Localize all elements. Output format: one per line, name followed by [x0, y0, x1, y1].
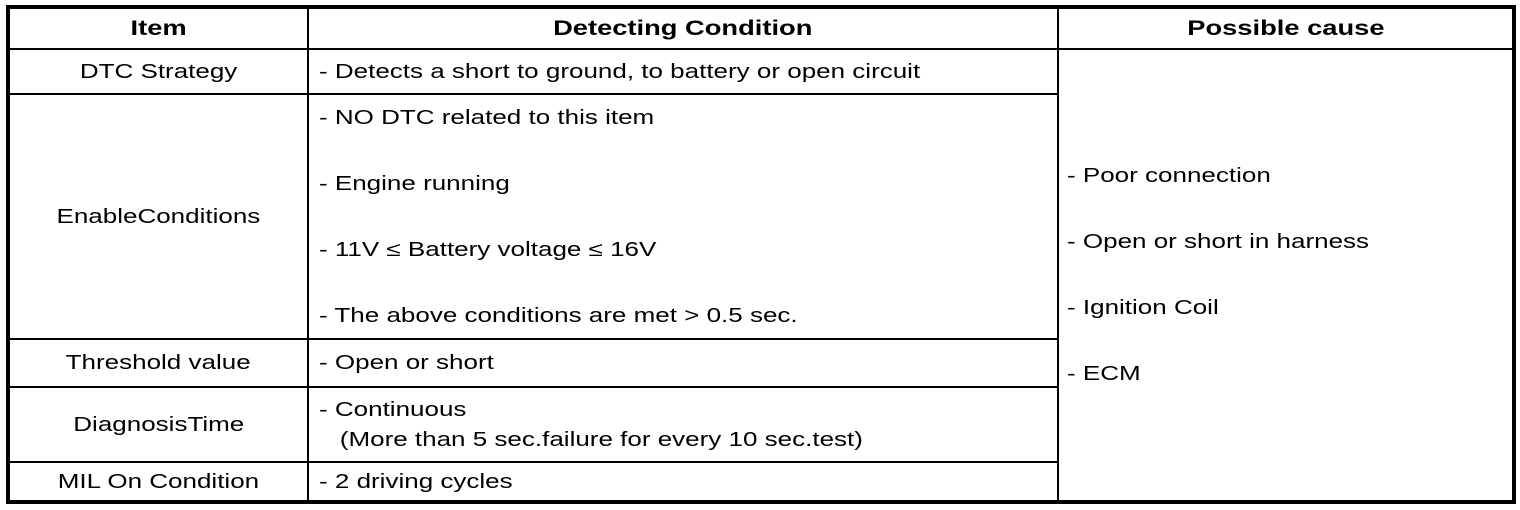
table-row-threshold-value: Threshold value - Open or short [7, 338, 1514, 388]
table-row-diagnosis-time: DiagnosisTime - Continuous (More than 5 … [7, 386, 1514, 463]
item-label: DiagnosisTime [73, 413, 244, 436]
table-header-row: Item Detecting Condition Possible cause [7, 6, 1515, 50]
header-item: Item [7, 6, 309, 50]
item-label: DTC Strategy [79, 60, 238, 83]
item-cell-threshold-value: Threshold value [7, 338, 309, 388]
header-possible-cause-label: Possible cause [1186, 16, 1385, 40]
condition-cell-dtc-strategy: - Detects a short to ground, to battery … [307, 48, 1059, 95]
item-label: MIL On Condition [57, 470, 260, 493]
item-cell-enable-conditions: EnableConditions [7, 93, 309, 340]
dtc-detecting-condition-table: Item Detecting Condition Possible cause … [6, 5, 1516, 504]
condition-line: - Detects a short to ground, to battery … [319, 60, 921, 83]
condition-cell-diagnosis-time: - Continuous (More than 5 sec.failure fo… [307, 386, 1059, 463]
condition-cell-enable-conditions: - NO DTC related to this item - Engine r… [307, 93, 1059, 340]
condition-cell-mil-on-condition: - 2 driving cycles [307, 461, 1059, 503]
item-cell-dtc-strategy: DTC Strategy [7, 48, 309, 95]
item-cell-diagnosis-time: DiagnosisTime [7, 386, 309, 463]
table-row-enable-conditions: EnableConditions - NO DTC related to thi… [7, 93, 1514, 340]
header-detecting-condition: Detecting Condition [307, 6, 1059, 50]
header-possible-cause: Possible cause [1057, 6, 1515, 50]
possible-cause-list: - Poor connection - Open or short in har… [1067, 164, 1512, 386]
item-label: Threshold value [65, 352, 252, 374]
item-label: EnableConditions [56, 205, 261, 228]
condition-line: - Continuous [319, 398, 467, 421]
condition-line: - 2 driving cycles [319, 470, 513, 493]
condition-line: - Engine running [319, 172, 510, 195]
condition-note: (More than 5 sec.failure for every 10 se… [339, 428, 863, 451]
condition-cell-threshold-value: - Open or short [307, 338, 1059, 388]
header-item-label: Item [130, 16, 187, 40]
possible-cause-item: - Poor connection [1067, 165, 1271, 187]
header-detecting-condition-label: Detecting Condition [553, 16, 813, 40]
item-cell-mil-on-condition: MIL On Condition [7, 461, 309, 503]
possible-cause-item: - Open or short in harness [1067, 231, 1370, 253]
condition-line: - Open or short [319, 352, 494, 374]
possible-cause-item: - Ignition Coil [1067, 297, 1219, 319]
table-row-dtc-strategy: DTC Strategy - Detects a short to ground… [7, 48, 1515, 503]
condition-line: - NO DTC related to this item [319, 106, 655, 129]
condition-line: - The above conditions are met > 0.5 sec… [319, 304, 798, 327]
condition-list: - NO DTC related to this item - Engine r… [319, 106, 1057, 328]
possible-cause-item: - ECM [1067, 363, 1141, 385]
condition-line: - 11V ≤ Battery voltage ≤ 16V [319, 238, 657, 261]
possible-cause-cell: - Poor connection - Open or short in har… [1057, 48, 1515, 503]
table-row-mil-on-condition: MIL On Condition - 2 driving cycles [7, 461, 1514, 503]
condition-list: - Continuous (More than 5 sec.failure fo… [319, 395, 1057, 455]
